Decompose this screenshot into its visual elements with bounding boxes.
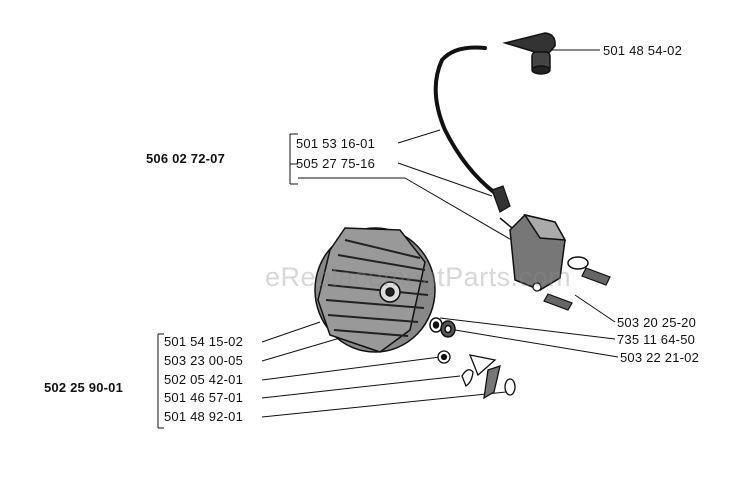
screws-drawing [532, 267, 611, 311]
callout-label: 503 20 25-20 [617, 315, 697, 330]
washer-nut-drawing [429, 317, 456, 338]
leader-501-54-15-02 [261, 321, 321, 343]
terminal-drawing [491, 185, 511, 213]
bracket-group-2 [157, 333, 164, 429]
callout-label: 503 22 21-02 [620, 350, 700, 365]
leader-735-11-64-50 [439, 317, 616, 340]
ignition-lead-drawing [433, 45, 497, 195]
leader-503-22-21-02 [454, 329, 619, 358]
part-label: 501 48 92-01 [164, 409, 244, 424]
assembly-label-1: 506 02 72-07 [146, 151, 226, 166]
leader-505-27-75-16 [397, 162, 493, 197]
leader-501-48-92-01 [261, 391, 507, 418]
part-label: 501 53 16-01 [296, 136, 376, 151]
flywheel-drawing [314, 227, 436, 353]
part-label: 501 54 15-02 [164, 334, 244, 349]
leader-501-46-57-01 [261, 375, 461, 399]
part-label: 505 27 75-16 [296, 156, 376, 171]
callout-label: 501 48 54-02 [603, 43, 683, 58]
pawl-drawing [461, 354, 516, 400]
part-label: 502 05 42-01 [164, 372, 244, 387]
part-label: 501 46 57-01 [164, 390, 244, 405]
part-label: 503 23 00-05 [164, 353, 244, 368]
assembly-label-2: 502 25 90-01 [44, 380, 124, 395]
small-washer-drawing [437, 350, 451, 364]
leader-501-53-16-01 [397, 129, 441, 144]
ignition-module-drawing [499, 213, 589, 291]
leader-503-20-25-20 [574, 294, 616, 323]
leader-503-23-00-05 [261, 337, 341, 362]
bracket-group-1 [289, 133, 298, 185]
watermark: eReplacementParts.com [265, 262, 572, 292]
leader-502-05-42-01 [261, 356, 441, 381]
spark-plug-cap-drawing [502, 32, 556, 75]
callout-label: 735 11 64-50 [617, 332, 696, 347]
